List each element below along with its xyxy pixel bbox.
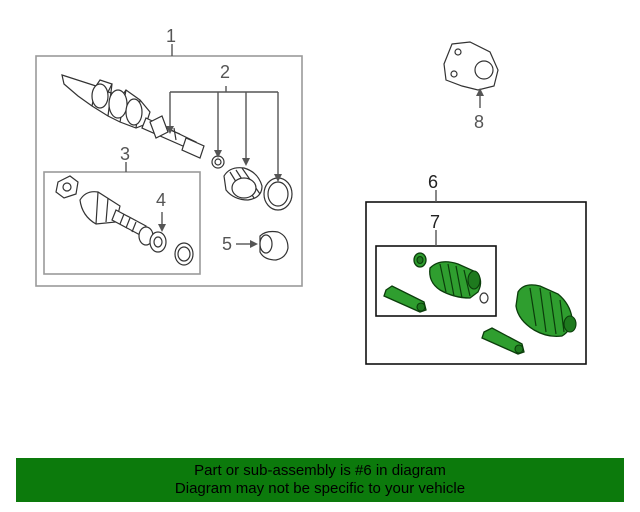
banner-line-1: Part or sub-assembly is #6 in diagram [194, 462, 446, 479]
callout-5[interactable]: 5 [222, 234, 232, 254]
callout-2-leaders [166, 86, 282, 182]
assembly-3-frame [43, 171, 201, 275]
callout-2[interactable]: 2 [220, 62, 230, 82]
boot-kit-part-2[interactable] [211, 155, 293, 211]
steering-knuckle-part-8[interactable] [443, 41, 499, 91]
callout-1[interactable]: 1 [166, 26, 176, 46]
inboard-joint-part-3[interactable] [55, 175, 147, 237]
damper-part-5[interactable] [259, 230, 289, 261]
callout-8[interactable]: 8 [474, 112, 484, 132]
boot-kit-part-7[interactable] [383, 252, 489, 313]
assembly-6-frame[interactable] [365, 201, 587, 365]
callout-6[interactable]: 6 [428, 172, 438, 192]
banner-line-2: Diagram may not be specific to your vehi… [174, 480, 466, 497]
sub-assembly-banner: Part or sub-assembly is #6 in diagram Di… [16, 458, 624, 502]
boot-kit-part-6[interactable] [481, 284, 577, 355]
callout-7[interactable]: 7 [430, 212, 440, 232]
callout-4[interactable]: 4 [156, 190, 166, 210]
callout-3[interactable]: 3 [120, 144, 130, 164]
seal-part-4[interactable] [138, 226, 194, 266]
drive-shaft-assembly[interactable] [61, 74, 205, 159]
assembly-1-frame [35, 55, 303, 287]
